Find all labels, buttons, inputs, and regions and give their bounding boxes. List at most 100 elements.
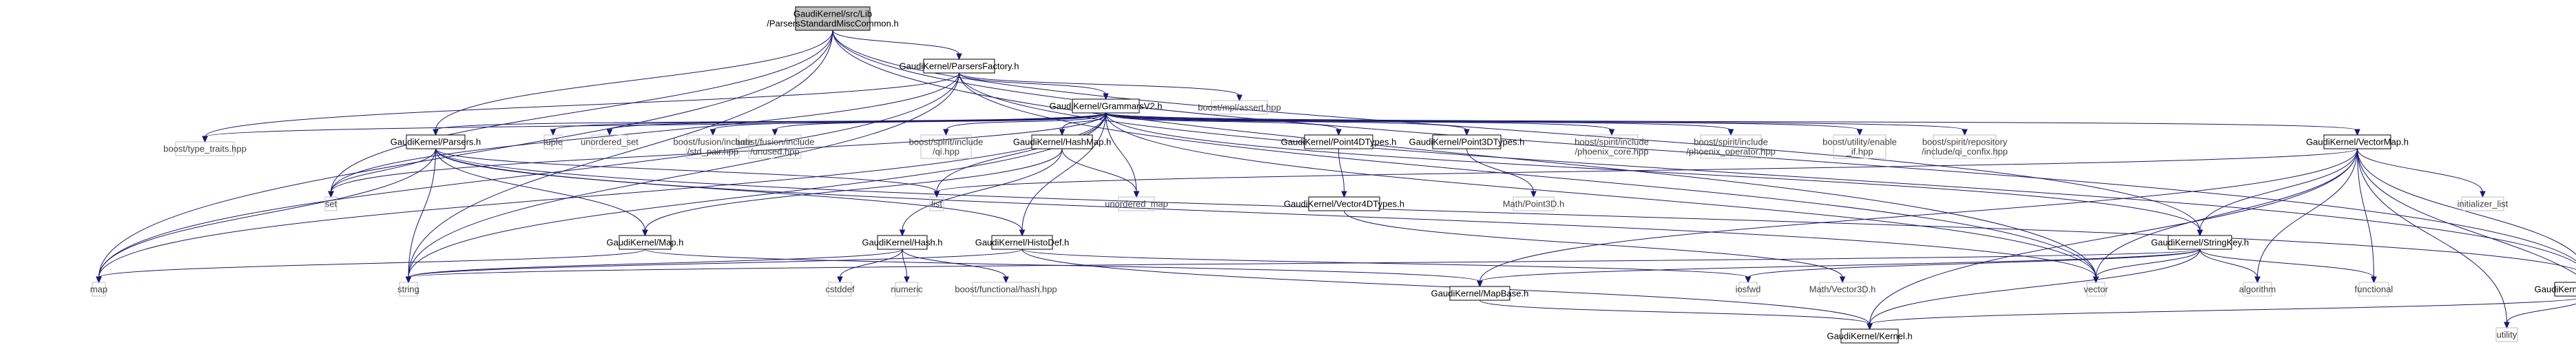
- edge-statuscode-to-kernel: [1867, 298, 2576, 331]
- node-label: boost/utility/enable: [1822, 137, 1897, 147]
- node-point3d[interactable]: GaudiKernel/Point3DTypes.h: [1409, 134, 1525, 149]
- edge-line: [2199, 148, 2358, 231]
- edge-line: [408, 249, 1023, 278]
- node-box: [2358, 282, 2389, 297]
- node-label: boost/spirit/repository: [1922, 137, 2008, 147]
- node-histodef[interactable]: GaudiKernel/HistoDef.h: [975, 235, 1070, 250]
- node-label: /phoenix_core.hpp: [1575, 147, 1649, 157]
- edge-stringkey-to-algorithm: [2199, 249, 2261, 284]
- node-kernel[interactable]: GaudiKernel/Kernel.h: [1827, 328, 1913, 344]
- node-funchash: boost/functional/hash.hpp: [955, 282, 1057, 297]
- node-functional: functional: [2355, 282, 2393, 297]
- node-parsers[interactable]: GaudiKernel/Parsers.h: [391, 134, 481, 149]
- node-box: [543, 134, 563, 149]
- edge-parsers-to-histodef: [435, 148, 1026, 237]
- edge-line: [2357, 148, 2507, 324]
- edge-arrowhead: [1477, 280, 1483, 288]
- node-box: [1031, 134, 1093, 149]
- node-box: [1432, 134, 1502, 149]
- node-box: [92, 282, 106, 297]
- edge-gv2-to-parsers: [433, 112, 1106, 136]
- edge-line: [1105, 112, 1339, 131]
- node-initlist: initializer_list: [2458, 196, 2509, 211]
- edge-line: [2095, 249, 2201, 278]
- node-box: [619, 235, 672, 250]
- node-label: /ParsersStandardMiscCommon.h: [767, 19, 898, 29]
- node-label: tuple: [543, 137, 563, 147]
- edge-arrowhead: [1059, 129, 1066, 136]
- edge-line: [902, 249, 907, 278]
- node-vector: vector: [2084, 282, 2108, 297]
- node-point4d[interactable]: GaudiKernel/Point4DTypes.h: [1281, 134, 1397, 149]
- edge-line: [1021, 249, 1870, 325]
- edge-line: [1869, 298, 2576, 325]
- edge-line: [1105, 112, 1612, 131]
- edge-line: [959, 72, 1240, 96]
- edge-line: [1021, 112, 1106, 231]
- node-label: list: [931, 199, 942, 209]
- edge-gv2-to-qi: [943, 112, 1106, 136]
- node-box: [920, 134, 972, 159]
- node-map_h[interactable]: GaudiKernel/Map.h: [606, 235, 684, 250]
- edge-line: [959, 72, 2097, 278]
- edge-line: [1061, 112, 1106, 131]
- node-vector4d[interactable]: GaudiKernel/Vector4DTypes.h: [1284, 196, 1404, 211]
- node-label: GaudiKernel/Point3DTypes.h: [1409, 137, 1525, 147]
- edge-arrowhead: [1464, 129, 1470, 136]
- node-pf[interactable]: GaudiKernel/ParsersFactory.h: [900, 59, 1019, 74]
- edge-vectormap-to-ostream: [2357, 148, 2576, 275]
- node-label: GaudiKernel/StatusCode.h: [2535, 284, 2576, 295]
- node-gv2[interactable]: GaudiKernel/GrammarsV2.h: [1049, 98, 1163, 114]
- edge-line: [408, 72, 959, 278]
- edge-root-to-pf: [832, 30, 962, 61]
- node-label: boost/type_traits.hpp: [163, 144, 247, 154]
- edge-arrowhead: [1103, 93, 1109, 101]
- node-box: [1738, 282, 1758, 297]
- node-label: algorithm: [2239, 284, 2276, 295]
- node-hashmap[interactable]: GaudiKernel/HashMap.h: [1013, 134, 1111, 149]
- node-root[interactable]: GaudiKernel/src/Lib/ParsersStandardMiscC…: [767, 6, 899, 31]
- node-box: [1449, 286, 1510, 301]
- graph-nodes: GaudiKernel/src/Lib/ParsersStandardMiscC…: [90, 6, 2576, 344]
- node-statuscode[interactable]: GaudiKernel/StatusCode.h: [2535, 282, 2576, 297]
- node-label: utility: [2497, 330, 2517, 340]
- edge-arrowhead: [1530, 191, 1537, 198]
- node-box: [686, 134, 740, 159]
- edge-line: [408, 30, 833, 278]
- edge-line: [98, 30, 833, 278]
- edge-root-to-statuscode: [832, 30, 2576, 262]
- node-label: boost/functional/hash.hpp: [955, 284, 1057, 295]
- node-label: /unused.hpp: [750, 147, 800, 157]
- node-label: GaudiKernel/MapBase.h: [1431, 289, 1529, 299]
- node-label: boost/spirit/include: [1575, 137, 1649, 147]
- edge-arrowhead: [1608, 129, 1615, 136]
- node-box: [2086, 282, 2106, 297]
- node-box: [877, 235, 928, 250]
- edge-arrowhead: [1839, 276, 1846, 284]
- edge-line: [331, 112, 1106, 193]
- edge-arrowhead: [433, 129, 439, 136]
- node-stringkey[interactable]: GaudiKernel/StringKey.h: [2151, 235, 2249, 250]
- node-box: [1833, 134, 1887, 159]
- edge-arrowhead: [956, 53, 962, 61]
- node-box: [406, 134, 466, 149]
- node-string: string: [397, 282, 419, 297]
- node-box: [991, 235, 1053, 250]
- node-hash[interactable]: GaudiKernel/Hash.h: [862, 235, 943, 250]
- edge-pf-to-typetraits: [202, 72, 959, 143]
- edge-line: [98, 72, 959, 278]
- edge-line: [1105, 112, 2358, 131]
- edge-line: [1105, 112, 2201, 231]
- edge-arrowhead: [1962, 129, 1968, 136]
- node-vectormap[interactable]: GaudiKernel/VectorMap.h: [2306, 134, 2409, 149]
- node-mapbase[interactable]: GaudiKernel/MapBase.h: [1431, 286, 1529, 301]
- node-set: set: [324, 196, 337, 211]
- edge-stringkey-to-functional: [2199, 249, 2377, 284]
- node-label: numeric: [891, 284, 923, 295]
- edge-line: [1869, 249, 2201, 325]
- edge-hashmap-to-map_h: [642, 148, 1063, 237]
- node-label: /std_pair.hpp: [687, 147, 738, 157]
- edge-statuscode-to-utility: [2504, 303, 2576, 329]
- edge-parsers-to-map: [96, 148, 436, 284]
- node-box: [324, 196, 337, 211]
